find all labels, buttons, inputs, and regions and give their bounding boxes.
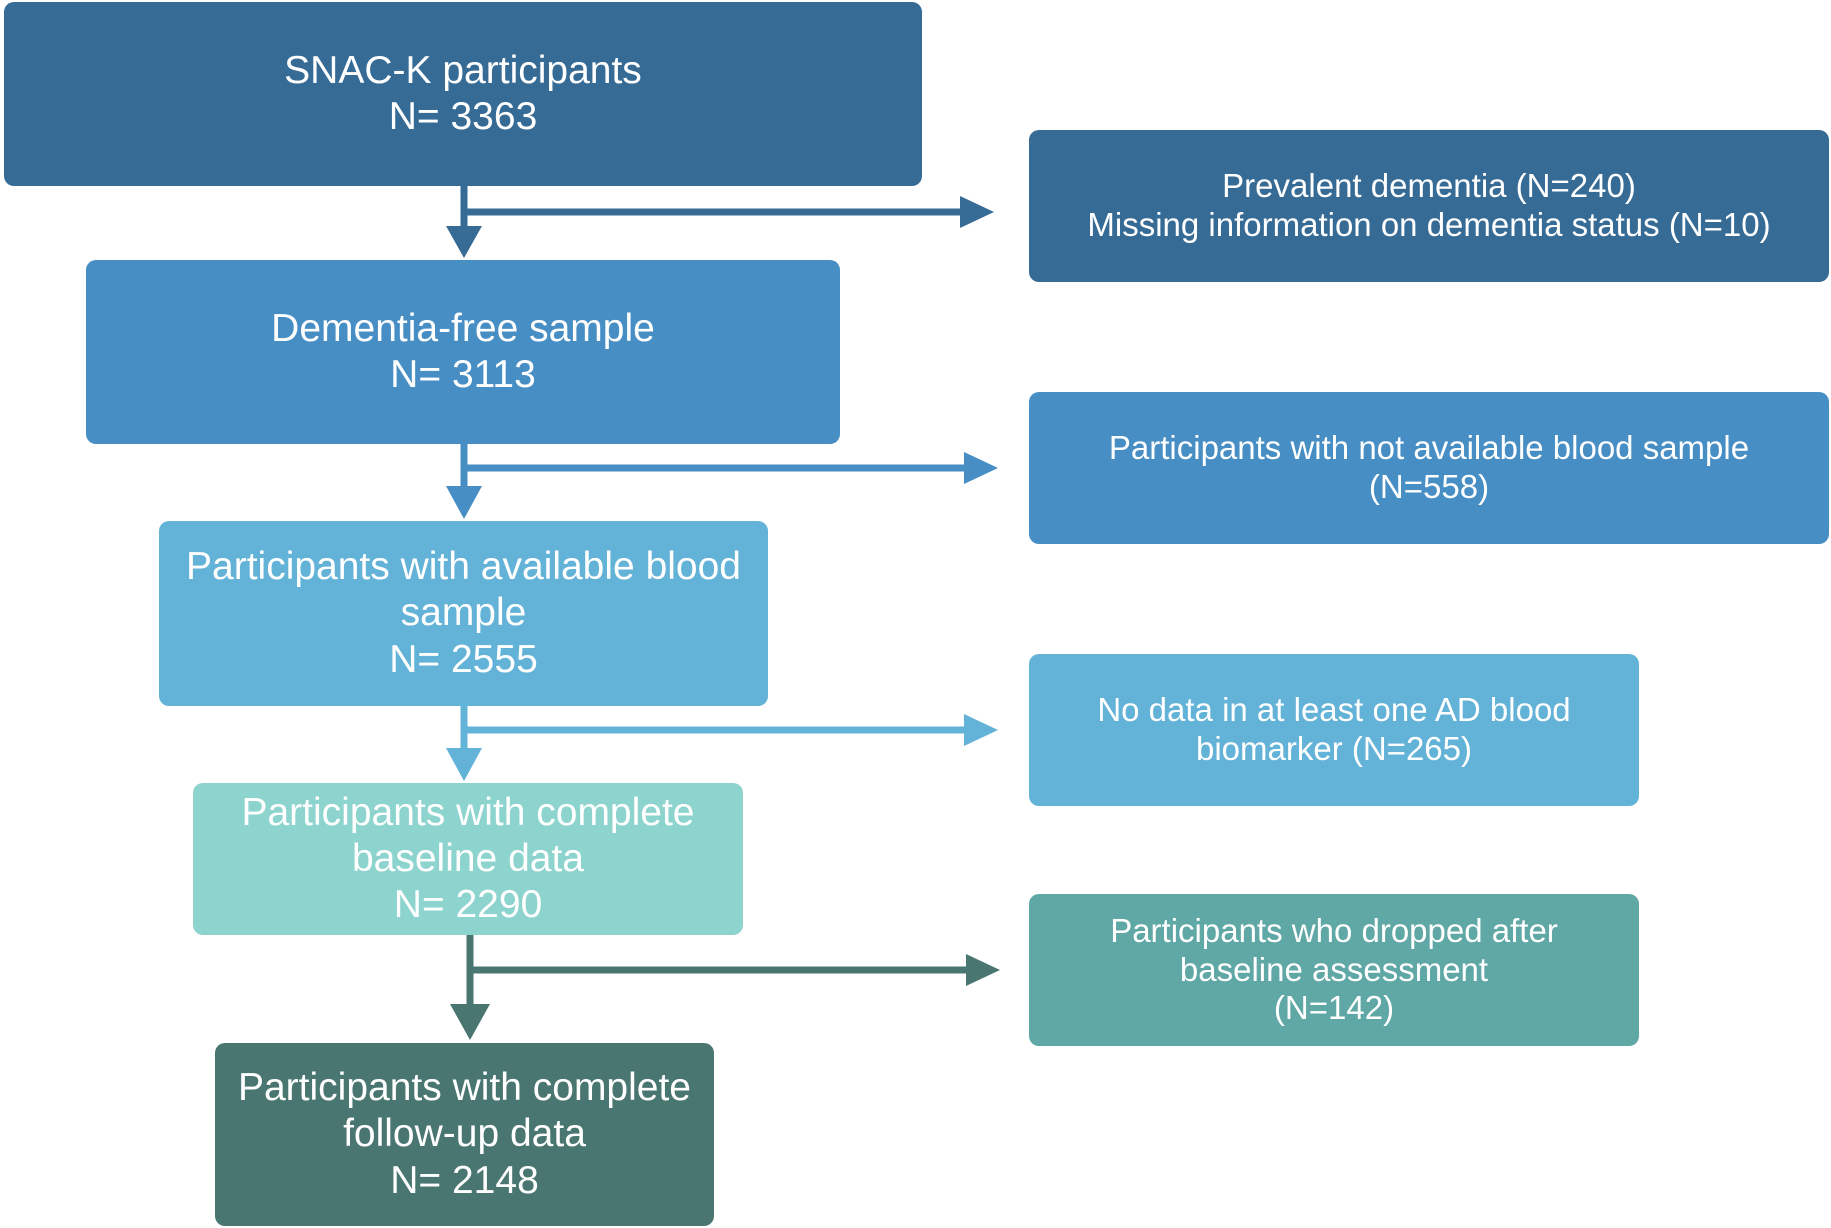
step-count: N= 2290 [393,883,543,926]
arrow-step4-exclusion [470,954,1000,986]
step-label: Dementia-free sample [271,306,655,350]
step-label: Participants with available blood sample [186,545,741,635]
step-complete-baseline-data: Participants with complete baseline data… [193,783,743,935]
exclusion-line: No data in at least one AD blood [1097,691,1571,729]
arrow-step1-down [446,186,482,258]
step-count: N= 2148 [390,1158,539,1202]
exclusion-dementia: Prevalent dementia (N=240) Missing infor… [1029,130,1829,282]
step-snac-k-participants: SNAC-K participants N= 3363 [4,2,922,186]
exclusion-no-biomarker-data: No data in at least one AD blood biomark… [1029,654,1639,806]
step-count: N= 2555 [389,637,538,681]
step-label: SNAC-K participants [284,48,642,92]
exclusion-line: baseline assessment [1179,950,1489,988]
exclusion-line: Prevalent dementia (N=240) [1222,167,1636,205]
arrow-step3-down [446,706,482,781]
exclusion-line: biomarker (N=265) [1195,730,1473,767]
step-available-blood-sample: Participants with available blood sample… [159,521,768,706]
step-label: Participants with complete baseline data [241,790,695,880]
step-label: Participants with complete follow-up dat… [237,1066,692,1156]
step-dementia-free-sample: Dementia-free sample N= 3113 [86,260,840,444]
arrow-step4-down [450,935,490,1040]
step-complete-follow-up-data: Participants with complete follow-up dat… [215,1043,714,1226]
exclusion-line: Participants with not available blood sa… [1108,429,1750,467]
step-count: N= 3363 [388,95,538,138]
exclusion-dropped-after-baseline: Participants who dropped after baseline … [1029,894,1639,1046]
exclusion-line: (N=142) [1273,989,1395,1027]
step-count: N= 3113 [390,353,536,396]
exclusion-line: Missing information on dementia status (… [1087,206,1771,243]
arrow-step2-down [446,444,482,519]
arrow-step3-exclusion [464,714,998,746]
arrow-step1-exclusion [464,196,994,228]
exclusion-line: Participants who dropped after [1110,912,1558,950]
exclusion-no-blood-sample: Participants with not available blood sa… [1029,392,1829,544]
exclusion-line: (N=558) [1368,468,1490,505]
arrow-step2-exclusion [464,452,998,484]
